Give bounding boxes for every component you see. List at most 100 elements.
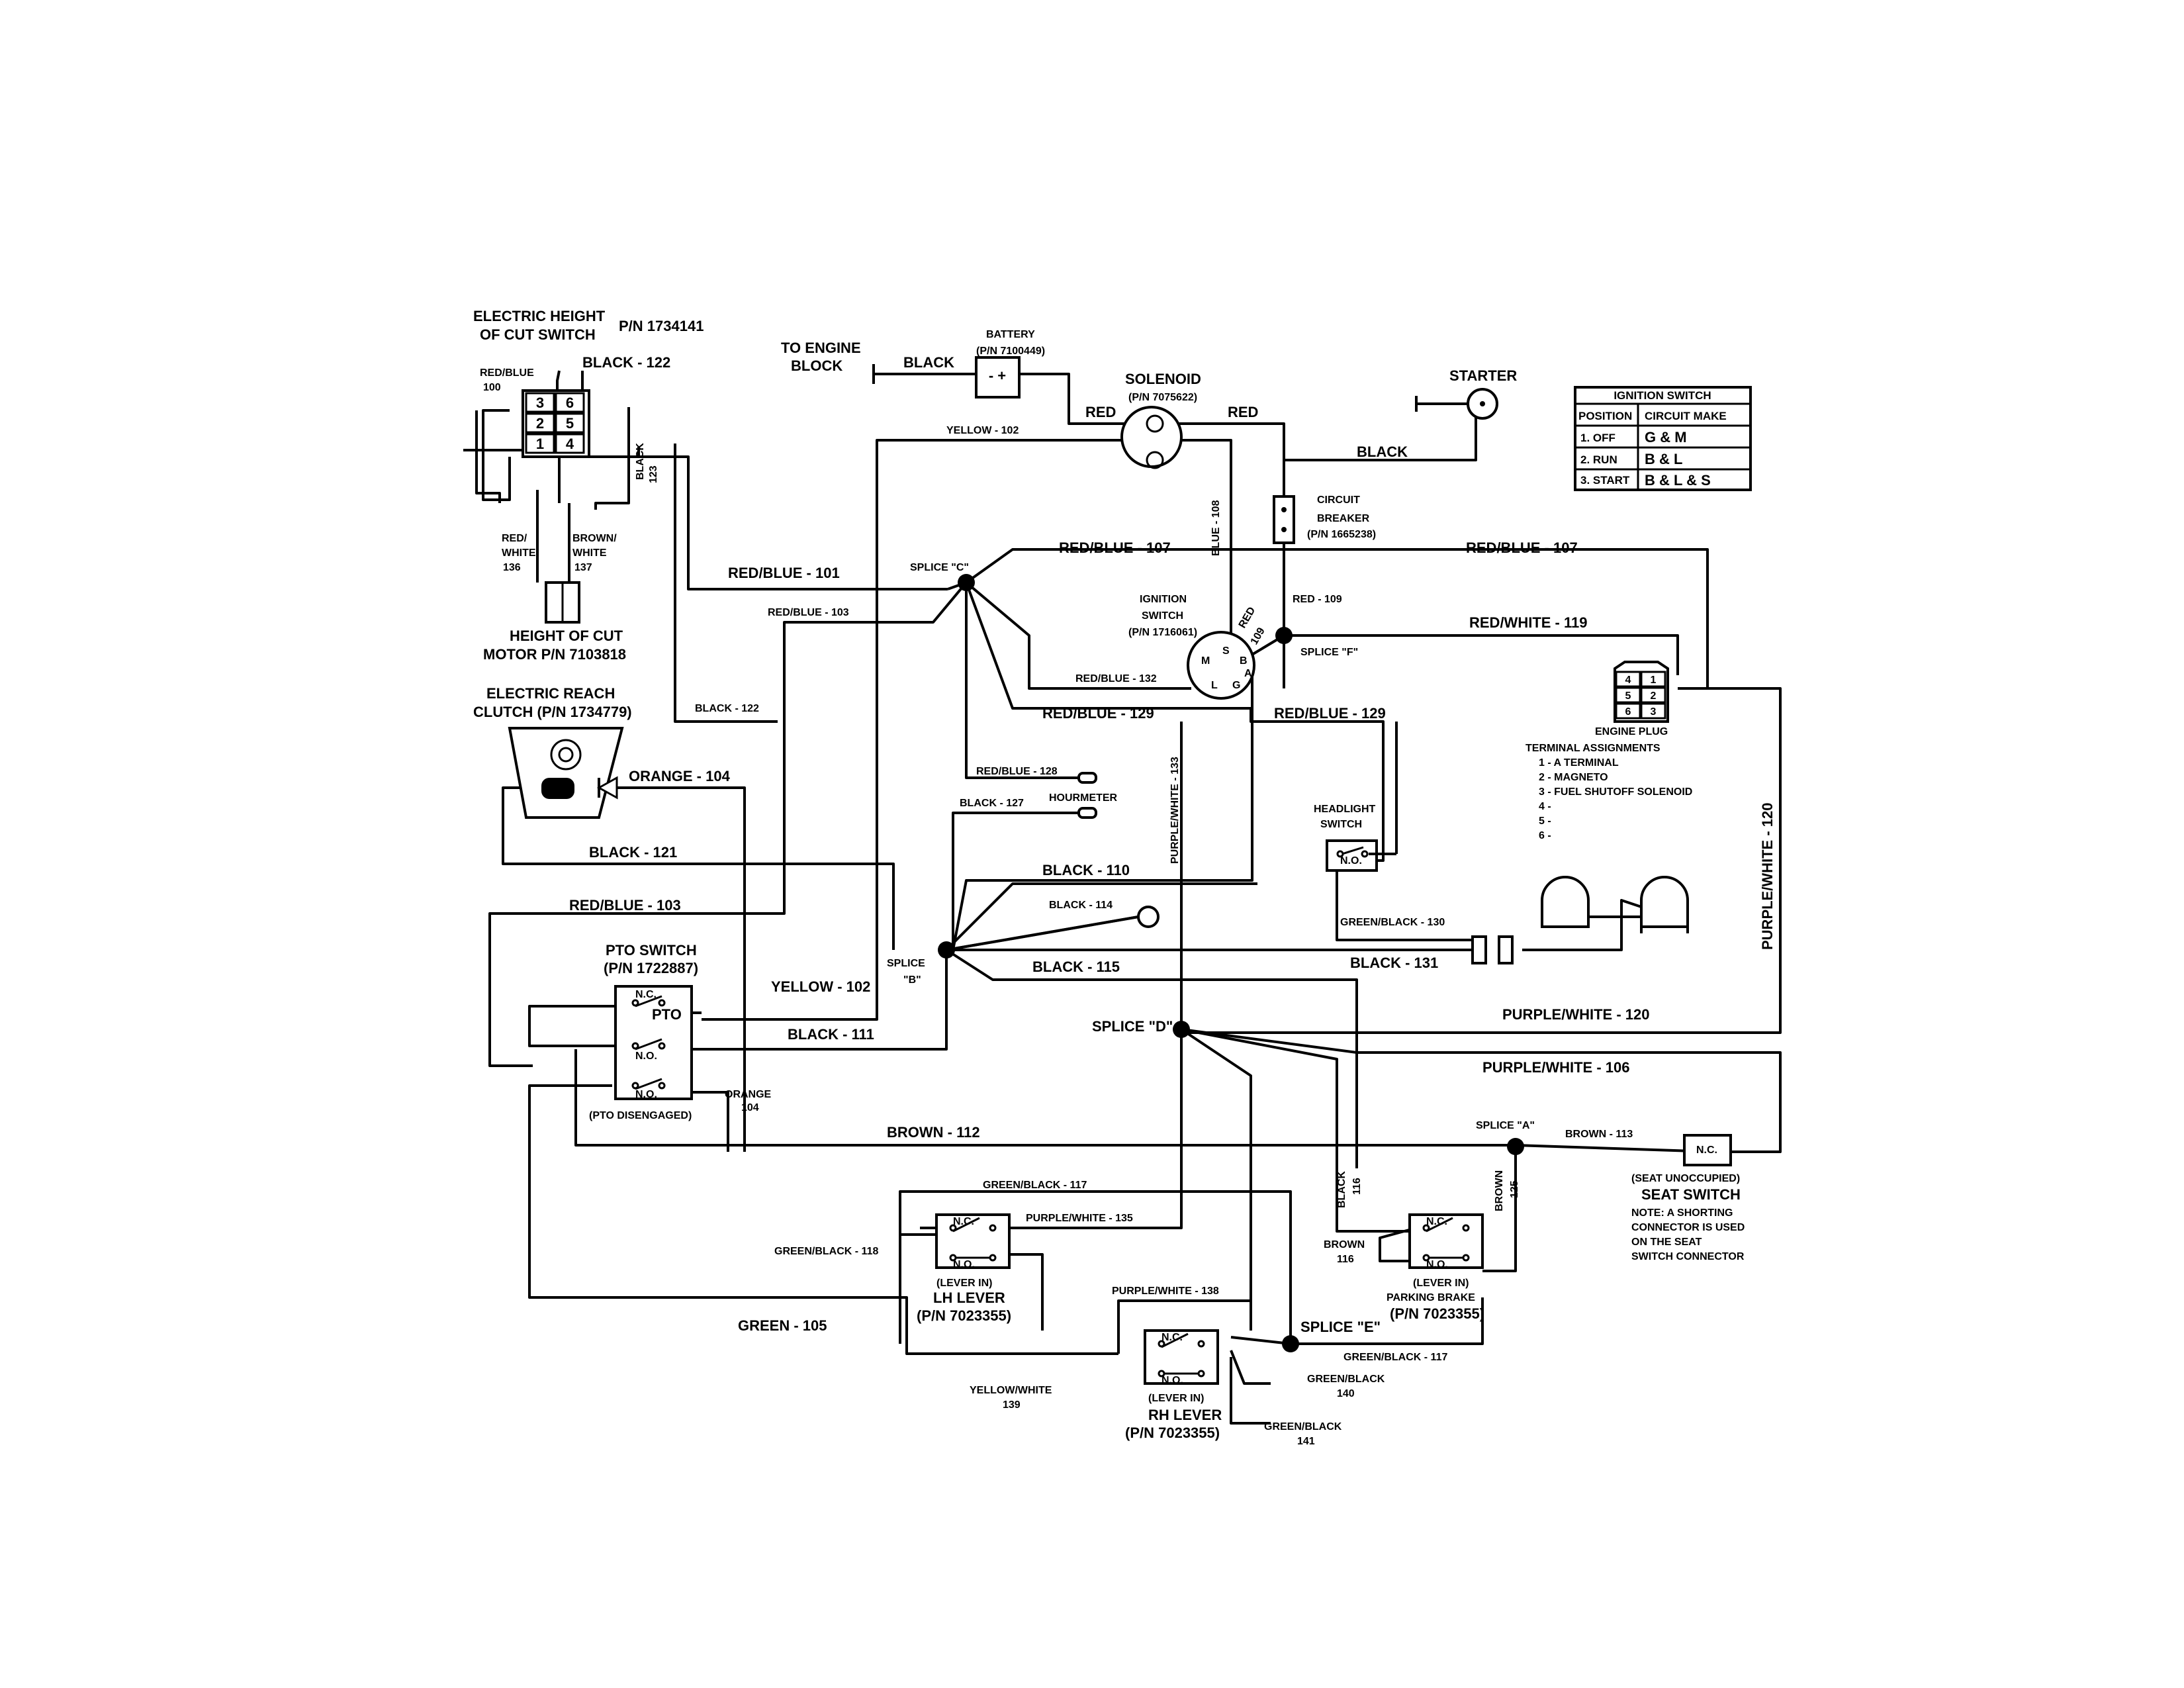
engine-block-label: TO ENGINE [781, 340, 861, 356]
pto-switch-pn: (P/N 1722887) [604, 960, 698, 976]
pto-nc: N.C. [635, 989, 657, 1000]
wire-brown-112: BROWN - 112 [887, 1124, 980, 1141]
wire-yellow-102: YELLOW - 102 [771, 978, 870, 995]
wire-orange-104-small: ORANGE [725, 1089, 772, 1100]
seat-switch-label: SEAT SWITCH [1641, 1186, 1741, 1203]
pto-switch-label: PTO SWITCH [606, 942, 697, 959]
engine-plug-pin-2: 2 [1651, 690, 1657, 702]
rh-lever-nc: N.C. [1161, 1332, 1183, 1343]
ign-term-b: B [1240, 655, 1248, 667]
lh-lever-switch [935, 1213, 1011, 1269]
seat-note-4: SWITCH CONNECTOR [1631, 1251, 1745, 1262]
wire-red-blue-129a: RED/BLUE - 129 [1042, 705, 1154, 722]
rh-lever-label: RH LEVER [1148, 1407, 1222, 1423]
splice-e-label: SPLICE "E" [1300, 1319, 1381, 1335]
wire-green-black-118: GREEN/BLACK - 118 [774, 1246, 878, 1257]
terminal-assignment-2: 2 - MAGNETO [1539, 772, 1608, 783]
ignition-table-row3-make: B & L & S [1645, 472, 1711, 489]
terminal-assignment-4: 4 - [1539, 801, 1551, 812]
wire-red-white-136-b: WHITE [502, 547, 536, 559]
engine-ground-icon [872, 364, 884, 384]
hoc-motor-label: HEIGHT OF CUT [510, 628, 623, 644]
seat-note-2: CONNECTOR IS USED [1631, 1222, 1745, 1233]
wire-orange-104: ORANGE - 104 [629, 768, 731, 784]
splice-b-label2: "B" [903, 974, 921, 986]
parking-brake-switch [1408, 1213, 1484, 1269]
wire-purple-white-133: PURPLE/WHITE - 133 [1169, 757, 1181, 864]
diode-icon [596, 776, 618, 800]
wire-purple-white-138: PURPLE/WHITE - 138 [1112, 1286, 1219, 1297]
hoc-motor-pn: MOTOR P/N 7103818 [483, 646, 626, 663]
wire-purple-white-106: PURPLE/WHITE - 106 [1482, 1059, 1629, 1076]
reach-clutch-label: ELECTRIC REACH [486, 685, 615, 702]
ignition-table-header-circuit: CIRCUIT MAKE [1645, 410, 1727, 422]
splice-a-dot [1507, 1138, 1524, 1155]
hoc-pin-5: 5 [566, 415, 574, 432]
wire-purple-white-135: PURPLE/WHITE - 135 [1026, 1213, 1133, 1224]
seat-switch [1683, 1134, 1732, 1166]
wire-black-121: BLACK - 121 [589, 844, 677, 861]
wire-brown-white-137-num: 137 [574, 562, 592, 573]
battery-pn: (P/N 7100449) [976, 346, 1045, 357]
ignition-table-title: IGNITION SWITCH [1614, 389, 1711, 402]
engine-plug-pin-1: 1 [1651, 675, 1657, 686]
battery-label: BATTERY [986, 329, 1035, 340]
pto-no-1: N.O. [635, 1051, 657, 1062]
ignition-table [1574, 386, 1752, 491]
ignition-table-row2-pos: 2. RUN [1580, 453, 1617, 466]
hoc-switch: 3 6 2 5 1 4 [522, 389, 590, 458]
seat-unoccupied-label: (SEAT UNOCCUPIED) [1631, 1173, 1740, 1184]
wire-brown-125: BROWN [1494, 1170, 1505, 1211]
terminal-assignment-6: 6 - [1539, 830, 1551, 841]
starter-label: STARTER [1449, 367, 1517, 384]
wire-blue-108: BLUE - 108 [1210, 500, 1222, 556]
wire-red-blue-103-small: RED/BLUE - 103 [768, 607, 849, 618]
rh-lever-switch [1144, 1329, 1219, 1385]
parking-brake-nc: N.C. [1426, 1216, 1447, 1227]
wire-red-blue-132: RED/BLUE - 132 [1075, 673, 1157, 684]
wire-black-111: BLACK - 111 [788, 1026, 874, 1043]
wire-black-starter: BLACK [1357, 444, 1408, 460]
wire-black-116: BLACK [1336, 1171, 1347, 1208]
wire-green-black-130: GREEN/BLACK - 130 [1340, 917, 1445, 928]
parking-brake-label: PARKING BRAKE [1387, 1292, 1475, 1303]
wire-black-123: BLACK [635, 443, 646, 480]
splice-dots [938, 574, 1524, 1352]
wire-green-black-141-num: 141 [1297, 1436, 1315, 1447]
ignition-switch-label2: SWITCH [1142, 610, 1183, 622]
wire-green-black-140-num: 140 [1337, 1388, 1355, 1399]
solenoid-icon [1120, 406, 1183, 469]
wire-red-battery: RED [1085, 404, 1116, 420]
rh-lever-pn: (P/N 7023355) [1125, 1425, 1220, 1441]
reach-clutch-icon [508, 727, 624, 819]
wire-red-blue-129b: RED/BLUE - 129 [1274, 705, 1386, 722]
wire-green-105: GREEN - 105 [738, 1317, 827, 1334]
ign-term-s: S [1222, 645, 1230, 657]
ignition-table-row2-make: B & L [1645, 451, 1682, 467]
pto-inner-label: PTO [652, 1006, 682, 1023]
wire-red-white-136: RED/ [502, 533, 527, 544]
wire-black-110: BLACK - 110 [1042, 862, 1130, 878]
parking-brake-lever-in: (LEVER IN) [1413, 1278, 1469, 1289]
wire-green-black-117b: GREEN/BLACK - 117 [1343, 1352, 1447, 1363]
battery-terminals: - + [989, 367, 1006, 384]
headlight-switch [1326, 722, 1398, 872]
ignition-switch-label: IGNITION [1140, 594, 1187, 605]
pto-disengaged-label: (PTO DISENGAGED) [589, 1110, 692, 1121]
lh-lever-pn: (P/N 7023355) [917, 1307, 1011, 1324]
ignition-table-header-position: POSITION [1578, 410, 1632, 422]
hourmeter-label: HOURMETER [1049, 792, 1118, 804]
hoc-switch-title: ELECTRIC HEIGHT [473, 308, 606, 324]
wire-brown-113: BROWN - 113 [1565, 1129, 1633, 1140]
splice-e-dot [1282, 1335, 1299, 1352]
terminal-assignments-title: TERMINAL ASSIGNMENTS [1525, 743, 1661, 754]
wire-black-122-mid: BLACK - 122 [695, 703, 759, 714]
wire-orange-104-small2: 104 [741, 1102, 759, 1113]
ignition-switch-icon [1187, 631, 1255, 700]
wire-brown-white-137: BROWN/ [572, 533, 617, 544]
wire-black-115: BLACK - 115 [1032, 959, 1120, 975]
wire-black-116-num: 116 [1351, 1178, 1363, 1195]
ignition-switch-pn: (P/N 1716061) [1128, 627, 1197, 638]
ign-term-l: L [1211, 680, 1218, 691]
